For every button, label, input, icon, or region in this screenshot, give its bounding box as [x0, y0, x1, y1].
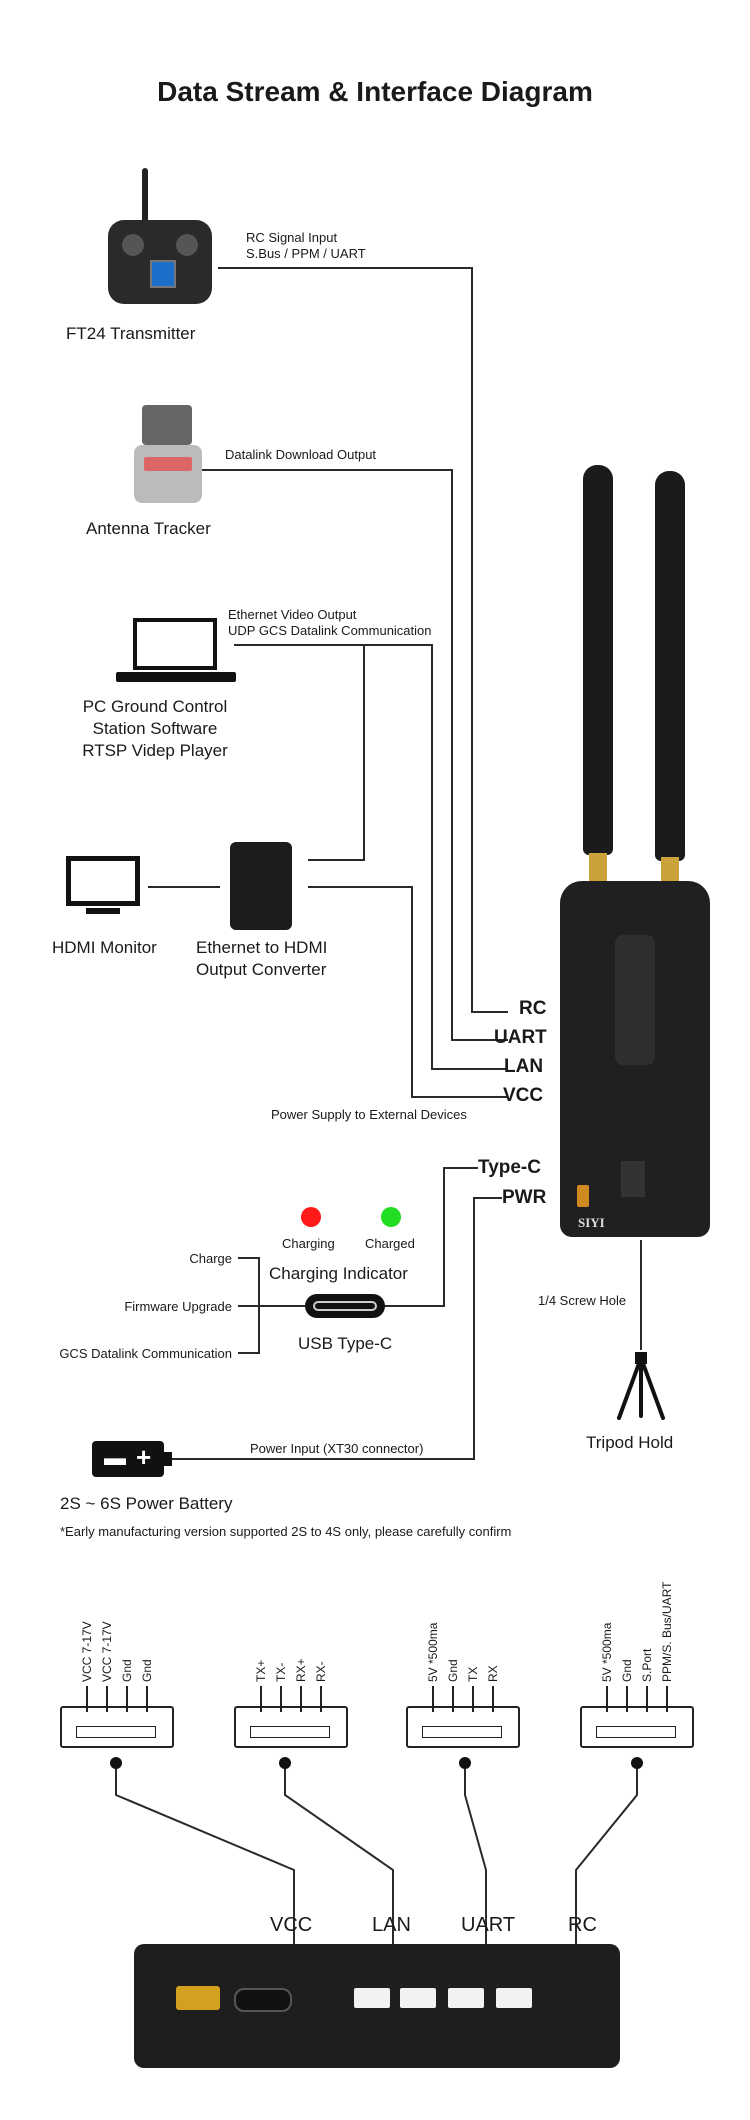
port-typec-label: Type-C [478, 1157, 541, 1178]
uart-port [448, 1988, 484, 2008]
antenna-tracker-label: Antenna Tracker [86, 519, 211, 538]
port-uart-label: UART [494, 1027, 547, 1048]
pin-label: TX- [274, 1662, 288, 1682]
connector-lan-box [234, 1706, 348, 1748]
monitor-label: HDMI Monitor [52, 938, 157, 957]
pin-label: 5V *500ma [600, 1622, 614, 1682]
pin-lead [666, 1686, 668, 1712]
pin-label: Gnd [446, 1659, 460, 1682]
pin-lead [606, 1686, 608, 1712]
bottom-uart-label: UART [461, 1914, 516, 1936]
charged-led [381, 1207, 401, 1227]
pin-lead [626, 1686, 628, 1712]
pin-lead [300, 1686, 302, 1712]
tripod-label: Tripod Hold [586, 1433, 674, 1452]
right-antenna [655, 471, 685, 861]
pin-label: VCC 7-17V [100, 1621, 114, 1682]
pin-label: 5V *500ma [426, 1622, 440, 1682]
usb-typec-image [305, 1294, 385, 1318]
charge-label: Charge [189, 1251, 232, 1266]
pin-lead [472, 1686, 474, 1712]
page-title: Data Stream & Interface Diagram [157, 76, 593, 107]
pin-lead [492, 1686, 494, 1712]
transmitter-image [100, 168, 218, 308]
port-pwr-label: PWR [502, 1187, 547, 1208]
pin-label: Gnd [140, 1659, 154, 1682]
left-antenna [583, 465, 613, 855]
bottom-vcc-label: VCC [270, 1914, 313, 1936]
pin-label: S.Port [640, 1648, 654, 1682]
pin-label: VCC 7-17V [80, 1621, 94, 1682]
pin-lead [126, 1686, 128, 1712]
port-vcc-label: VCC [503, 1085, 544, 1106]
transmitter-label: FT24 Transmitter [66, 324, 196, 343]
bottom-lan-label: LAN [372, 1914, 411, 1936]
battery-icon: ▬ + [92, 1441, 172, 1477]
bottom-rc-label: RC [568, 1914, 597, 1936]
charging-led [301, 1207, 321, 1227]
pin-lead [106, 1686, 108, 1712]
pin-lead [260, 1686, 262, 1712]
connector-vcc-box [60, 1706, 174, 1748]
port-rc-label: RC [519, 998, 547, 1019]
power-input-label: Power Input (XT30 connector) [250, 1441, 424, 1456]
antenna-tracker-image [128, 405, 208, 505]
port-lan-label: LAN [504, 1056, 544, 1077]
laptop-image [116, 618, 236, 682]
charging-label: Charging [282, 1236, 335, 1251]
brand-logo: SIYI [578, 1215, 605, 1230]
rc-port [496, 1988, 532, 2008]
pin-label: TX+ [254, 1659, 268, 1682]
pin-label: PPM/S. Bus/UART [660, 1581, 674, 1682]
vcc-port [354, 1988, 390, 2008]
usb-port [234, 1988, 292, 2012]
charging-indicator-label: Charging Indicator [269, 1264, 408, 1283]
pin-lead [452, 1686, 454, 1712]
pin-label: Gnd [120, 1659, 134, 1682]
lan-port [400, 1988, 436, 2008]
device-side-view [134, 1944, 620, 2068]
air-unit-device: SIYI [555, 465, 715, 1245]
datalink-label: Datalink Download Output [225, 447, 377, 462]
usb-typec-label: USB Type-C [298, 1334, 393, 1353]
tripod-icon [617, 1352, 665, 1420]
power-supply-label: Power Supply to External Devices [271, 1107, 467, 1122]
connector-uart-box [406, 1706, 520, 1748]
pin-lead [86, 1686, 88, 1712]
pin-label: TX [466, 1666, 480, 1682]
pin-lead [432, 1686, 434, 1712]
xt30-port [176, 1986, 220, 2010]
battery-label: 2S ~ 6S Power Battery [60, 1494, 233, 1513]
monitor-image [66, 856, 140, 920]
pin-label: RX [486, 1665, 500, 1682]
gcs-datalink-label: GCS Datalink Communication [59, 1346, 232, 1361]
pin-lead [320, 1686, 322, 1712]
connector-rc-box [580, 1706, 694, 1748]
footnote: *Early manufacturing version supported 2… [60, 1524, 512, 1539]
pin-lead [146, 1686, 148, 1712]
firmware-upgrade-label: Firmware Upgrade [124, 1299, 232, 1314]
pin-label: Gnd [620, 1659, 634, 1682]
converter-image [230, 842, 292, 930]
screw-hole-label: 1/4 Screw Hole [538, 1293, 627, 1308]
pin-label: RX- [314, 1661, 328, 1682]
pin-label: RX+ [294, 1658, 308, 1682]
pin-lead [280, 1686, 282, 1712]
pin-lead [646, 1686, 648, 1712]
charged-label: Charged [365, 1236, 415, 1251]
